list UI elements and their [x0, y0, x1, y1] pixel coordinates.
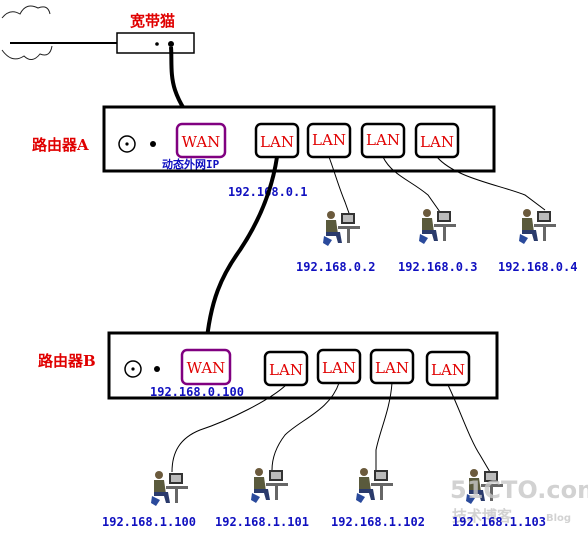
router-b-client-cable-1	[171, 384, 287, 473]
router-a-power-icon	[118, 135, 136, 153]
modem-box	[116, 32, 195, 54]
router-a-client-cable-3	[436, 156, 546, 211]
modem-label: 宽带猫	[129, 12, 175, 30]
watermark-subtitle: 技术博客	[452, 507, 513, 525]
router-b-client-1-computer-icon	[151, 471, 188, 506]
router-a-client-cable-1	[328, 156, 351, 217]
router-b-client-4-computer-icon	[466, 469, 503, 504]
router-b-client-cable-2	[271, 382, 340, 471]
router-b-lan-label-3: LAN	[375, 359, 409, 377]
router-b-wan-label: WAN	[187, 359, 226, 377]
router-a-lan-label-4: LAN	[420, 133, 454, 151]
router-b-wan-port	[180, 348, 232, 386]
modem-port-icon	[168, 41, 174, 47]
router-b-client-4-ip: 192.168.1.103	[452, 515, 546, 529]
router-b-lan-label-4: LAN	[431, 361, 465, 379]
router-a-client-1-computer-icon	[323, 211, 360, 246]
router-a-wan-port	[175, 122, 227, 159]
watermark-logo: 51CTO.com	[450, 476, 588, 504]
router-a-to-b-cable	[204, 156, 279, 349]
router-b-client-3-ip: 192.168.1.102	[331, 515, 425, 529]
router-a-lan-label-1: LAN	[260, 133, 294, 151]
router-a-client-cable-2	[382, 156, 441, 213]
router-a-lan-label-2: LAN	[312, 131, 346, 149]
router-b-client-1-ip: 192.168.1.100	[102, 515, 196, 529]
router-b-client-2-ip: 192.168.1.101	[215, 515, 309, 529]
router-b-client-3-computer-icon	[356, 468, 393, 503]
router-b-power-icon	[124, 360, 142, 378]
router-a-label: 路由器A	[32, 136, 89, 154]
router-a-wan-label: WAN	[182, 133, 221, 151]
router-b-client-cable-4	[447, 384, 491, 473]
modem-led-icon	[155, 42, 159, 46]
router-a-client-2-computer-icon	[419, 209, 456, 244]
router-b-wan-ip: 192.168.0.100	[150, 385, 244, 399]
router-b-lan-label-2: LAN	[322, 359, 356, 377]
router-a-client-3-ip: 192.168.0.4	[498, 260, 577, 274]
router-a-client-1-ip: 192.168.0.2	[296, 260, 375, 274]
router-b-led-icon	[154, 366, 160, 372]
router-b-lan-label-1: LAN	[269, 361, 303, 379]
router-a-led-icon	[150, 141, 156, 147]
internet-cloud-icon	[1, 5, 53, 60]
router-b-client-cable-3	[375, 382, 393, 470]
router-b-label: 路由器B	[38, 352, 96, 370]
router-b-client-2-computer-icon	[251, 468, 288, 503]
router-a-lan-label-3: LAN	[366, 131, 400, 149]
watermark-blog: Blog	[546, 513, 571, 524]
router-a-client-3-computer-icon	[519, 209, 556, 244]
router-a-client-2-ip: 192.168.0.3	[398, 260, 477, 274]
router-a-wan-note: 动态外网IP	[162, 157, 220, 171]
